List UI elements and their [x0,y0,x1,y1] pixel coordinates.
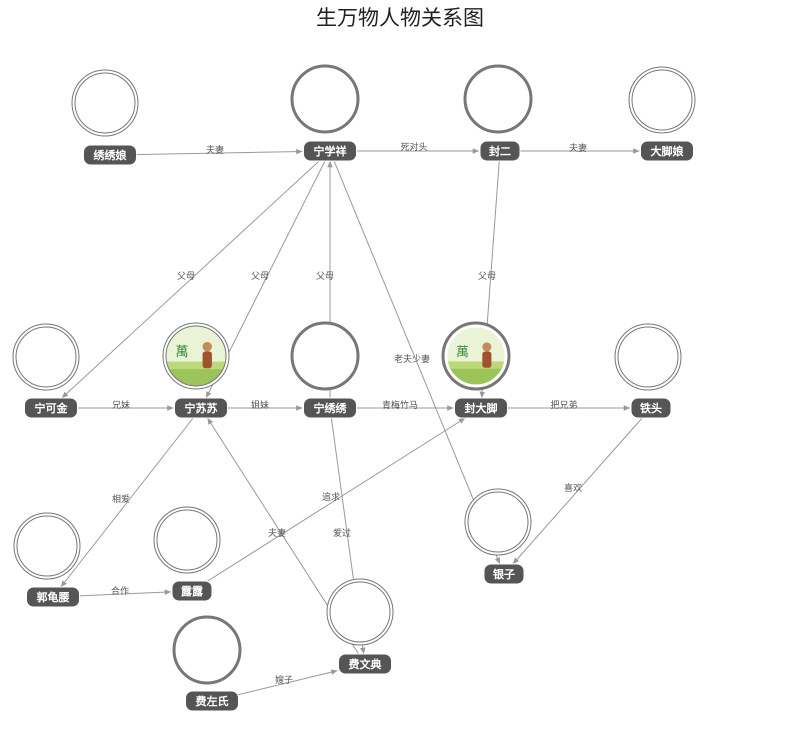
node-label: 费左氏 [196,694,229,708]
node-fill [295,69,355,129]
edge-label: 父母 [316,271,334,282]
edge-label: 姐妹 [251,399,269,411]
edge-line [60,407,202,588]
edge-label: 夫妻 [206,144,224,156]
node-label-pill [640,140,694,162]
person-node-fengdajiao[interactable]: 封大脚 [441,321,511,419]
node-label: 费文典 [349,657,382,671]
edge-label: 父母 [478,271,496,282]
node-label: 大脚娘 [651,144,684,158]
node-fill [177,620,237,680]
person-node-ningkejin[interactable]: 宁可金 [12,323,80,419]
node-fill [295,326,355,386]
node-label: 宁学祥 [314,144,347,158]
node-label: 宁绣绣 [314,401,348,415]
person-node-tietou[interactable]: 铁头 [614,323,682,419]
relationship-edge: 追求 [191,417,466,592]
relationship-edge: 夫妻 [500,142,640,154]
node-ring-inner [15,326,77,388]
node-label: 封大脚 [465,401,498,415]
portrait-image [165,325,227,387]
node-label: 郭龟腰 [37,590,70,604]
person-node-ningsusu[interactable]: 宁苏苏 [162,322,230,419]
edge-line [191,417,466,592]
node-label: 宁可金 [35,401,69,415]
person-node-feizuoshi[interactable]: 费左氏 [172,615,242,712]
portrait-image [446,326,506,386]
node-label: 宁苏苏 [185,401,218,415]
person-node-lulu[interactable]: 露露 [153,506,221,602]
node-label-pill [83,144,137,166]
node-label-pill [303,397,357,419]
edge-label: 爱过 [333,527,351,539]
node-label: 绣绣娘 [93,148,127,162]
edge-label: 夫妻 [268,527,286,539]
person-node-ningxiuxiu[interactable]: 宁绣绣 [290,321,360,419]
edge-label: 喜欢 [564,482,582,494]
person-node-ningxuexiang[interactable]: 宁学祥 [290,64,360,162]
edge-label: 青梅竹马 [382,399,418,411]
node-ring-inner [156,509,218,571]
node-label-pill [185,690,239,712]
person-node-dajiaoniang[interactable]: 大脚娘 [628,66,696,162]
node-label-pill [479,140,521,162]
node-label: 铁头 [640,401,662,415]
edge-label: 合作 [111,585,129,597]
edge-line [61,150,331,399]
relationship-edge: 老夫少妻 [329,150,501,565]
node-label-pill [483,563,525,585]
node-label: 银子 [493,567,515,581]
node-label-pill [303,140,357,162]
node-label-pill [338,653,392,675]
edge-label: 老夫少妻 [394,353,430,365]
person-node-feng2[interactable]: 封二 [463,64,533,162]
edge-line [109,148,303,156]
edge-label: 父母 [177,271,195,282]
relationship-edge: 夫妻 [109,144,303,156]
relationship-edge: 相爱 [60,407,202,588]
node-label: 封二 [489,144,511,158]
node-fill [468,69,528,129]
graph-title: 生万物人物关系图 [316,6,484,30]
node-label-pill [26,586,80,608]
node-ring-inner [631,69,693,131]
node-ring-inner [617,326,679,388]
node-label-pill [630,397,672,419]
person-node-guoguiyao[interactable]: 郭龟腰 [13,512,81,608]
person-node-yinzi[interactable]: 银子 [464,488,532,585]
edge-label: 兄妹 [112,399,130,411]
edge-line [329,150,501,565]
node-label-pill [174,397,228,419]
person-node-xiuxiuniang[interactable]: 绣绣娘 [71,69,139,166]
person-node-feiwendian[interactable]: 费文典 [326,578,394,675]
edge-label: 把兄弟 [550,399,577,411]
edge-label: 追求 [322,491,340,503]
edge-label: 嫂子 [275,675,293,686]
edge-label: 夫妻 [569,142,587,154]
relationship-edge: 喜欢 [512,407,652,565]
edge-label: 相爱 [112,493,130,505]
node-ring-inner [16,515,78,577]
relationship-edge: 父母 [61,150,331,399]
edge-label: 父母 [251,271,269,282]
node-label-pill [454,397,508,419]
edge-line [512,407,652,565]
node-label-pill [171,580,213,602]
node-label-pill [24,397,78,419]
node-ring-inner [467,491,529,553]
node-label: 露露 [181,585,204,598]
node-ring-inner [74,72,136,134]
edge-label: 死对头 [400,141,427,153]
node-ring-inner [329,581,391,643]
